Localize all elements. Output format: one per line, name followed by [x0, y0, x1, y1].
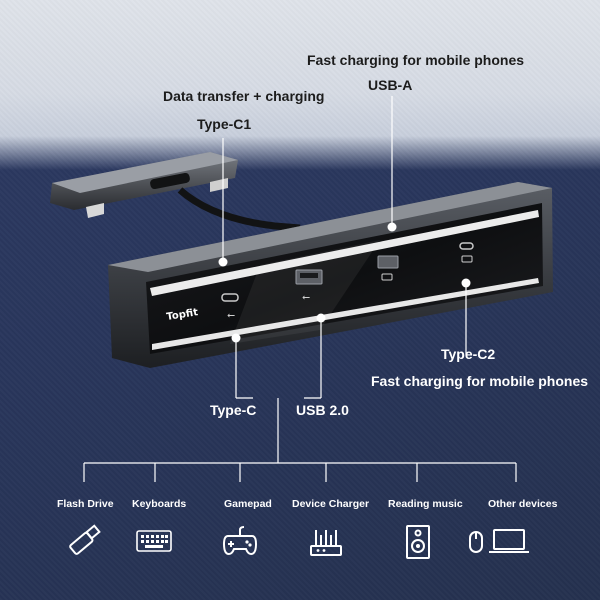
keyboard-icon: [136, 530, 172, 552]
laptop-mouse-icon: [469, 529, 529, 553]
callout-lines: [83, 96, 517, 482]
usb-a-label: USB-A: [368, 77, 413, 93]
svg-text:⭠: ⭠: [227, 310, 235, 321]
type-c2-label: Type-C2: [441, 346, 496, 362]
cable-plug-module: [50, 152, 238, 218]
type-c2-port: [459, 242, 474, 250]
router-icon: [310, 530, 342, 556]
type-c1-port: [221, 293, 239, 302]
type-c-label: Type-C: [210, 402, 257, 418]
speaker-icon: [406, 525, 430, 559]
type-c2-description: Fast charging for mobile phones: [371, 373, 589, 389]
device-label-device-charger: Device Charger: [292, 498, 370, 510]
usb-a-port: [295, 269, 323, 285]
type-c1-label: Type-C1: [197, 116, 252, 132]
ribbon-cable: [177, 187, 301, 232]
device-label-other-devices: Other devices: [488, 498, 558, 510]
usb-a-fast-port: [377, 255, 399, 269]
device-label-reading-music: Reading music: [388, 498, 463, 510]
type-c1-description: Data transfer + charging: [163, 88, 325, 104]
callout-dots: [218, 222, 471, 343]
device-label-flash-drive: Flash Drive: [57, 498, 114, 510]
device-label-gamepad: Gamepad: [224, 498, 272, 510]
svg-text:⭠: ⭠: [302, 292, 310, 303]
top-light-band: [0, 0, 600, 170]
brand-logo: Topfit: [166, 307, 199, 323]
flash-drive-icon: [69, 524, 101, 555]
device-label-keyboards: Keyboards: [132, 498, 187, 510]
gamepad-icon: [222, 526, 258, 556]
usb2-label: USB 2.0: [296, 402, 349, 418]
usb-hub-body: [108, 182, 553, 368]
usb-a-description: Fast charging for mobile phones: [307, 52, 525, 68]
